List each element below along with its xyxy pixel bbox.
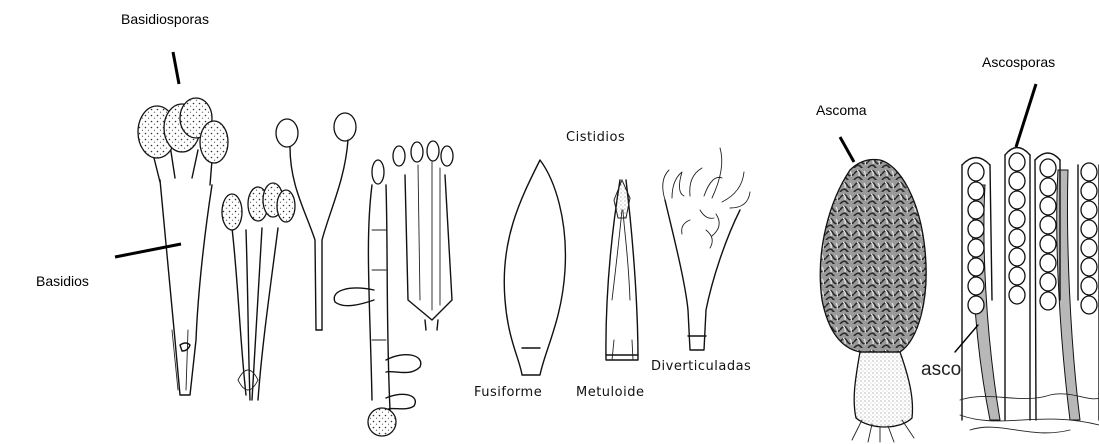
ascospore	[1040, 216, 1056, 234]
ascospore	[1009, 267, 1025, 285]
label-metuloide: Metuloide	[576, 385, 644, 400]
label-basidios: Basidios	[36, 273, 89, 289]
ascospore	[1009, 191, 1025, 209]
ascospore	[968, 201, 984, 219]
ascospore	[1081, 277, 1097, 295]
ascospore	[968, 239, 984, 257]
basidium-tall	[393, 141, 453, 330]
ascospore	[1040, 273, 1056, 291]
ascospore	[1009, 210, 1025, 228]
label-ascosporas: Ascosporas	[982, 54, 1055, 70]
ascospore	[1081, 296, 1097, 314]
basidiospore-cluster	[138, 98, 228, 163]
leader-basidios	[115, 244, 181, 257]
ascospore	[1040, 159, 1056, 177]
leader-ascosporas	[1016, 84, 1036, 147]
basidium-bundle	[222, 183, 295, 400]
cystidium-metuloide	[606, 180, 638, 360]
ascospore	[1040, 235, 1056, 253]
label-basidiosporas: Basidiosporas	[121, 11, 209, 27]
ascospore	[1009, 286, 1025, 304]
ascospore	[1009, 153, 1025, 171]
ascospore	[1009, 172, 1025, 190]
ascospore	[968, 258, 984, 276]
label-cistidios: Cistidios	[566, 130, 625, 145]
label-ascoma: Ascoma	[816, 102, 867, 118]
label-fusiforme: Fusiforme	[474, 385, 542, 400]
cystidium-diverticulada	[663, 148, 750, 350]
cystidium-fusiforme	[504, 160, 565, 375]
ascospore	[1081, 239, 1097, 257]
ascospore	[968, 163, 984, 181]
leader-asco	[955, 325, 978, 352]
ascospore	[1040, 197, 1056, 215]
asci-group	[960, 148, 1099, 433]
ascospore	[1009, 248, 1025, 266]
ascospore	[968, 182, 984, 200]
leader-ascoma	[840, 137, 854, 162]
leader-basidiosporas	[173, 52, 179, 84]
ascospore	[1040, 254, 1056, 272]
ascospore	[1081, 182, 1097, 200]
ascospore	[1081, 258, 1097, 276]
ascospore	[1081, 220, 1097, 238]
ascospore	[1009, 229, 1025, 247]
ascospore	[1081, 201, 1097, 219]
ascospore	[1040, 178, 1056, 196]
ascospore	[968, 277, 984, 295]
ascospore	[1081, 163, 1097, 181]
label-diverticuladas: Diverticuladas	[651, 359, 751, 374]
basidium-main	[138, 98, 228, 395]
ascoma-morel	[820, 159, 926, 442]
ascospore	[968, 296, 984, 314]
label-asco: asco	[921, 359, 961, 380]
ascospore	[968, 220, 984, 238]
ascospore	[1040, 292, 1056, 310]
